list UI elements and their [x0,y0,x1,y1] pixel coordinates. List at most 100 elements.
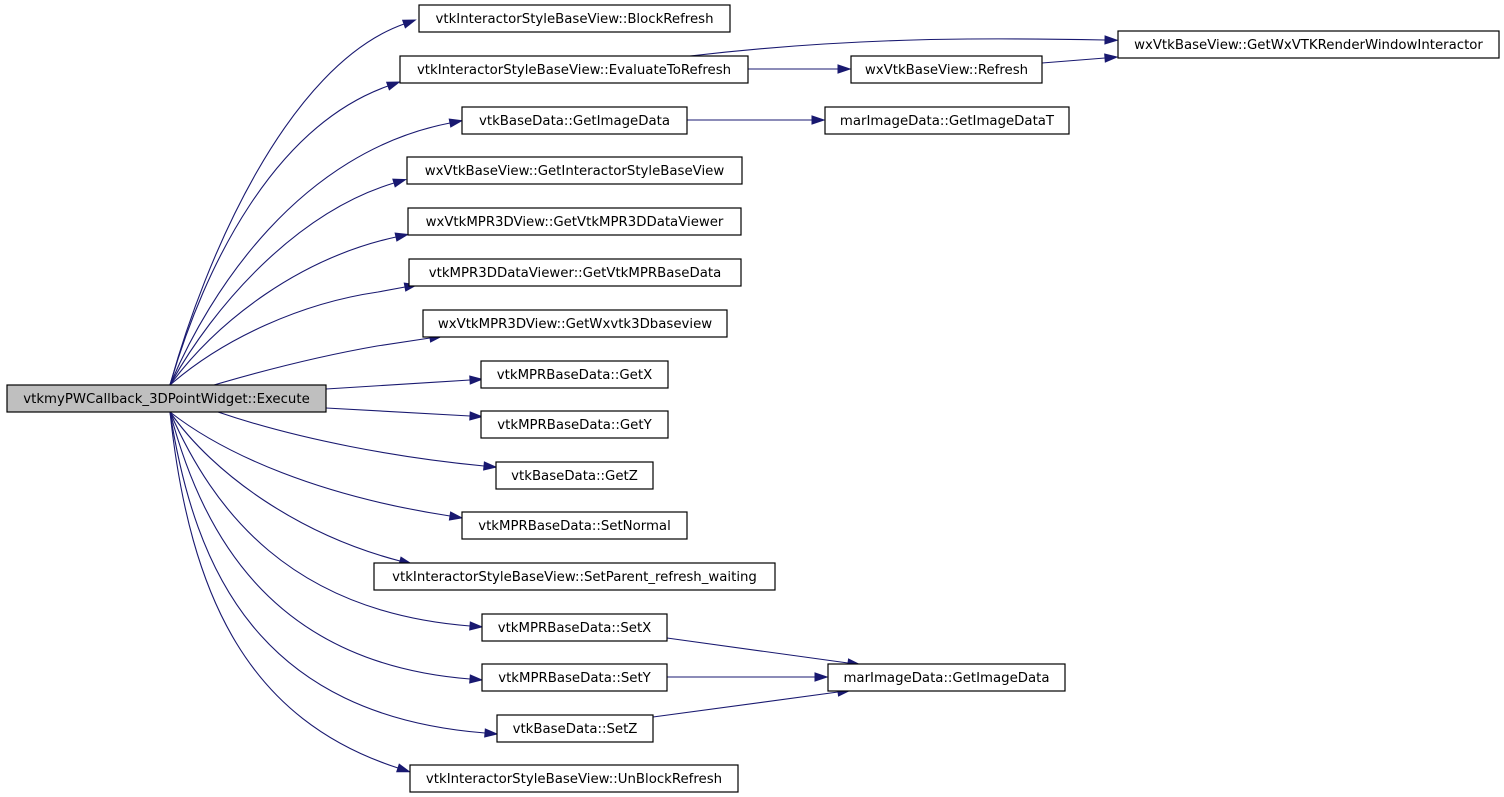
edge-line [217,411,485,467]
arrowhead [469,411,484,421]
node-evaluate[interactable]: vtkInteractorStyleBaseView::EvaluateToRe… [399,55,749,84]
node-box[interactable] [480,360,669,389]
node-getmpr3ddataviewer[interactable]: wxVtkMPR3DView::GetVtkMPR3DDataViewer [407,207,742,236]
arrowhead [469,621,484,631]
node-getimagedatat[interactable]: marImageData::GetImageDataT [824,106,1070,135]
node-box[interactable] [495,461,654,490]
edge-evaluate-to-getwxinteractor [689,35,1119,57]
node-unblockrefresh[interactable]: vtkInteractorStyleBaseView::UnBlockRefre… [409,764,739,793]
arrowhead [814,672,829,682]
edge-setz-to-marimagedata [652,687,852,718]
node-box[interactable] [496,714,654,743]
edge-line [169,411,486,734]
node-blockrefresh[interactable]: vtkInteractorStyleBaseView::BlockRefresh [418,4,731,33]
edge-root-to-getx [325,375,484,390]
edge-refresh-to-getwxinteractor [1041,53,1119,64]
node-label: vtkInteractorStyleBaseView::BlockRefresh [435,12,713,27]
node-label: wxVtkBaseView::GetInteractorStyleBaseVie… [425,164,725,179]
node-label: wxVtkBaseView::GetWxVTKRenderWindowInter… [1134,38,1483,53]
edge-line [666,637,849,664]
edge-line [169,411,401,562]
edge-line [689,38,1106,57]
edge-line [169,411,399,769]
node-setnormal[interactable]: vtkMPRBaseData::SetNormal [461,511,688,540]
node-label: vtkMPRBaseData::SetY [498,671,651,686]
edge-line [169,411,451,517]
node-label: wxVtkMPR3DView::GetWxvtk3Dbaseview [438,317,712,332]
node-box[interactable] [373,562,776,591]
node-label: vtkMPRBaseData::GetX [497,368,652,383]
nodes-layer: vtkmyPWCallback_3DPointWidget::Executevt… [6,4,1500,793]
node-box[interactable] [824,106,1070,135]
edge-evaluate-to-refresh [748,64,852,74]
node-box[interactable] [399,55,749,84]
node-getwxinteractor[interactable]: wxVtkBaseView::GetWxVTKRenderWindowInter… [1117,30,1500,59]
edge-root-to-getstyle [169,178,408,386]
node-getstyle[interactable]: wxVtkBaseView::GetInteractorStyleBaseVie… [406,156,743,185]
node-box[interactable] [422,309,728,338]
arrowhead [392,178,408,188]
edge-sety-to-marimagedata [667,672,829,682]
edge-line [169,23,405,386]
node-label: vtkmyPWCallback_3DPointWidget::Execute [23,392,310,407]
node-box[interactable] [461,106,688,135]
node-box[interactable] [407,207,742,236]
edge-root-to-getimagedata [169,118,464,386]
edge-root-to-setz [169,411,499,738]
arrowhead [1104,53,1119,63]
edge-root-to-blockrefresh [169,19,417,386]
node-box[interactable] [827,663,1066,692]
node-box[interactable] [406,156,743,185]
node-getimagedata[interactable]: vtkBaseData::GetImageData [461,106,688,135]
node-root[interactable]: vtkmyPWCallback_3DPointWidget::Execute [6,384,327,413]
node-label: vtkBaseData::GetImageData [479,114,670,129]
node-box[interactable] [481,613,668,642]
node-getz[interactable]: vtkBaseData::GetZ [495,461,654,490]
node-sety[interactable]: vtkMPRBaseData::SetY [481,663,668,692]
node-marimagedata[interactable]: marImageData::GetImageData [827,663,1066,692]
arrowhead [448,118,464,128]
node-getx[interactable]: vtkMPRBaseData::GetX [480,360,669,389]
node-label: vtkMPR3DDataViewer::GetVtkMPRBaseData [429,266,721,281]
edge-line [169,411,471,680]
node-gety[interactable]: vtkMPRBaseData::GetY [480,410,669,439]
arrowhead [811,115,826,125]
node-setx[interactable]: vtkMPRBaseData::SetX [481,613,668,642]
edge-line [213,337,431,386]
node-refresh[interactable]: wxVtkBaseView::Refresh [850,55,1043,84]
edge-root-to-setparent [169,411,414,566]
node-box[interactable] [418,4,731,33]
node-box[interactable] [850,55,1043,84]
node-setz[interactable]: vtkBaseData::SetZ [496,714,654,743]
node-getwxvtk3dbaseview[interactable]: wxVtkMPR3DView::GetWxvtk3Dbaseview [422,309,728,338]
root-node-box[interactable] [6,384,327,413]
node-box[interactable] [1117,30,1500,59]
node-label: vtkMPRBaseData::GetY [497,418,652,433]
node-getmprbasedata[interactable]: vtkMPR3DDataViewer::GetVtkMPRBaseData [408,258,742,287]
node-box[interactable] [481,663,668,692]
node-box[interactable] [408,258,742,287]
node-label: vtkBaseData::GetZ [511,469,638,484]
edge-root-to-setnormal [169,411,464,521]
edge-root-to-unblockrefresh [169,411,411,773]
arrowhead [1104,35,1119,45]
edge-setx-to-marimagedata [666,637,862,668]
edge-line [169,182,395,386]
node-setparent[interactable]: vtkInteractorStyleBaseView::SetParent_re… [373,562,776,591]
node-label: vtkInteractorStyleBaseView::UnBlockRefre… [426,772,722,787]
edge-line [169,286,406,386]
node-box[interactable] [461,511,688,540]
arrowhead [469,674,484,684]
arrowhead [396,763,411,773]
edge-getimagedata-to-getimagedatat [687,115,826,125]
node-label: marImageData::GetImageData [843,671,1049,686]
node-box[interactable] [480,410,669,439]
edge-line [169,236,397,386]
edge-line [1041,57,1106,64]
node-box[interactable] [409,764,739,793]
arrowhead [385,81,401,91]
node-label: vtkInteractorStyleBaseView::SetParent_re… [392,570,757,585]
edge-root-to-getwxvtk3dbaseview [213,333,444,386]
arrowhead [483,461,498,471]
edge-root-to-getz [217,411,498,471]
